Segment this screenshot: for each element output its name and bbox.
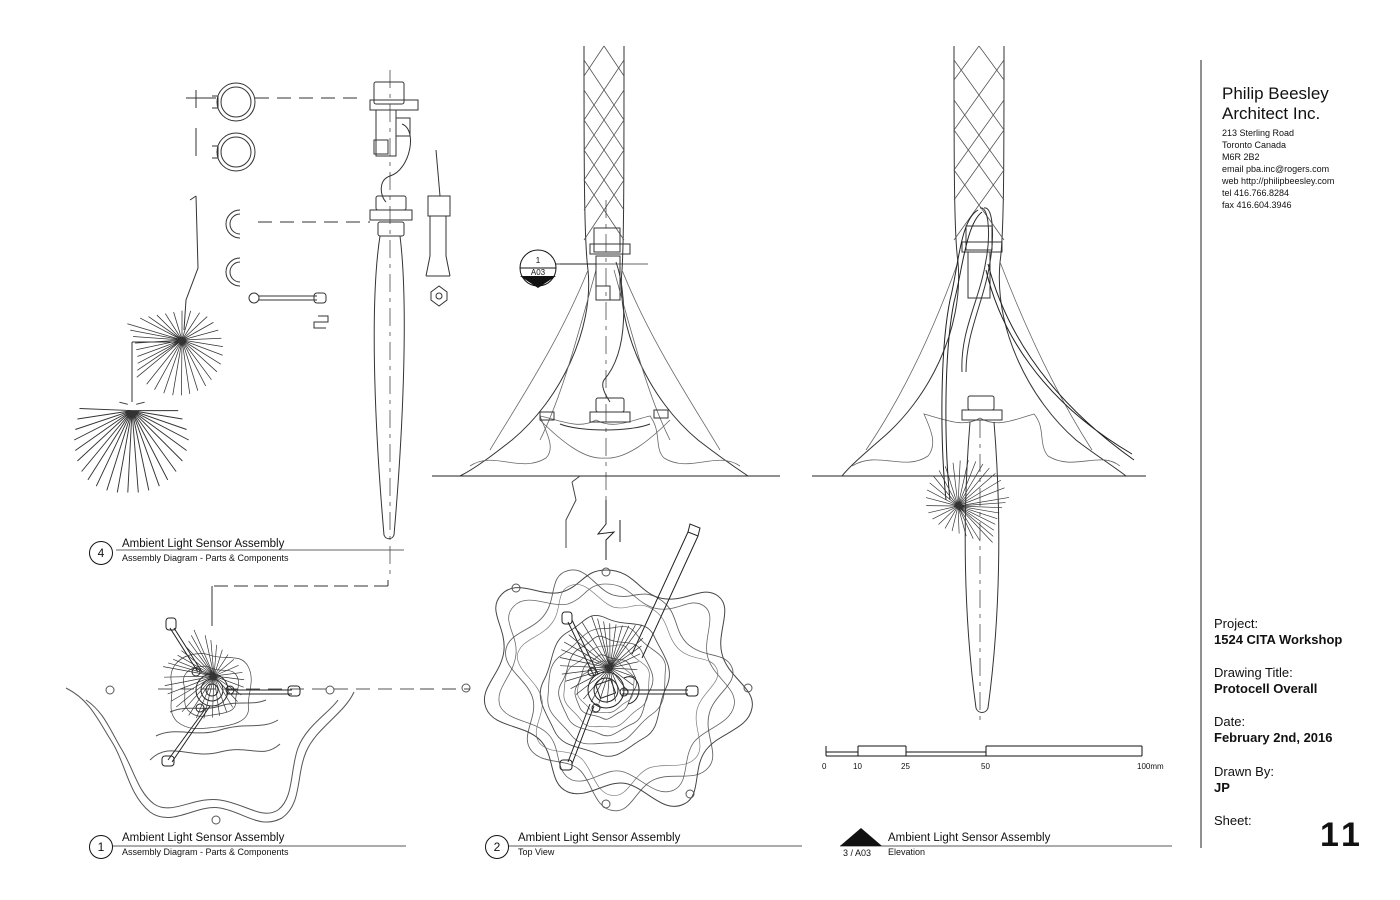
project-field: Project: 1524 CITA Workshop — [1214, 616, 1390, 648]
address-line: Toronto Canada — [1222, 140, 1287, 150]
view-4-parts-diagram — [74, 70, 451, 626]
view-1-caption: Ambient Light Sensor Assembly Assembly D… — [122, 831, 289, 859]
drawing-title-label: Drawing Title: — [1214, 665, 1293, 680]
date-value: February 2nd, 2016 — [1214, 730, 1333, 745]
drawn-by-label: Drawn By: — [1214, 764, 1274, 779]
view-2-subtitle: Top View — [518, 847, 555, 857]
project-label: Project: — [1214, 616, 1259, 631]
drawing-title-value: Protocell Overall — [1214, 681, 1318, 696]
drawing-title-field: Drawing Title: Protocell Overall — [1214, 665, 1390, 697]
section-view — [432, 45, 780, 548]
scale-tick-50: 50 — [981, 762, 990, 771]
scale-tick-100mm: 100mm — [1137, 762, 1164, 771]
email-line: email pba.inc@rogers.com — [1222, 164, 1330, 174]
view-4-subtitle: Assembly Diagram - Parts & Components — [122, 553, 289, 563]
view-2-title: Ambient Light Sensor Assembly — [518, 832, 681, 844]
project-value: 1524 CITA Workshop — [1214, 632, 1343, 647]
drawn-by-field: Drawn By: JP — [1214, 764, 1390, 796]
web-line: web http://philipbeesley.com — [1222, 176, 1335, 186]
drawn-by-value: JP — [1214, 780, 1230, 795]
view-2-number: 2 — [485, 835, 509, 859]
view-3-subtitle: Elevation — [888, 847, 926, 857]
firm-name-line2: Architect Inc. — [1222, 104, 1321, 123]
view-1-plan — [65, 617, 420, 825]
view-4-caption: Ambient Light Sensor Assembly Assembly D… — [122, 537, 289, 565]
view-4-number: 4 — [89, 541, 113, 565]
view-1-subtitle: Assembly Diagram - Parts & Components — [122, 847, 289, 857]
tel-line: tel 416.766.8284 — [1222, 188, 1290, 198]
view-1-title: Ambient Light Sensor Assembly — [122, 832, 285, 844]
address-line: 213 Sterling Road — [1222, 128, 1295, 138]
fax-line: fax 416.604.3946 — [1222, 200, 1292, 210]
view-2-top-view — [420, 500, 770, 844]
scale-bar — [825, 745, 1143, 757]
view-3-number: 3 / A03 — [843, 848, 872, 858]
scale-tick-10: 10 — [853, 762, 862, 771]
firm-name-line1: Philip Beesley — [1222, 84, 1329, 103]
view-3-title: Ambient Light Sensor Assembly — [888, 832, 1051, 844]
section-callout-marker — [519, 249, 596, 288]
scale-tick-25: 25 — [901, 762, 910, 771]
address-line: M6R 2B2 — [1222, 152, 1260, 162]
view-4-title: Ambient Light Sensor Assembly — [122, 538, 285, 550]
section-callout-top: 1 — [535, 256, 541, 265]
view-1-number: 1 — [89, 835, 113, 859]
firm-block: Philip Beesley Architect Inc. 213 Sterli… — [1222, 84, 1392, 211]
sheet-label: Sheet: — [1214, 813, 1252, 828]
scale-tick-0: 0 — [822, 762, 827, 771]
date-field: Date: February 2nd, 2016 — [1214, 714, 1390, 746]
sheet-field: Sheet: — [1214, 813, 1390, 829]
view-3-caption: Ambient Light Sensor Assembly Elevation — [888, 831, 1050, 859]
date-label: Date: — [1214, 714, 1246, 729]
sheet-number: 11 — [1320, 816, 1364, 854]
section-callout-bottom: A03 — [530, 268, 546, 277]
elevation-marker — [840, 828, 882, 846]
firm-address: 213 Sterling Road Toronto Canada M6R 2B2… — [1222, 127, 1392, 211]
view-2-caption: Ambient Light Sensor Assembly Top View — [518, 831, 680, 859]
view-3-elevation — [812, 45, 1146, 720]
